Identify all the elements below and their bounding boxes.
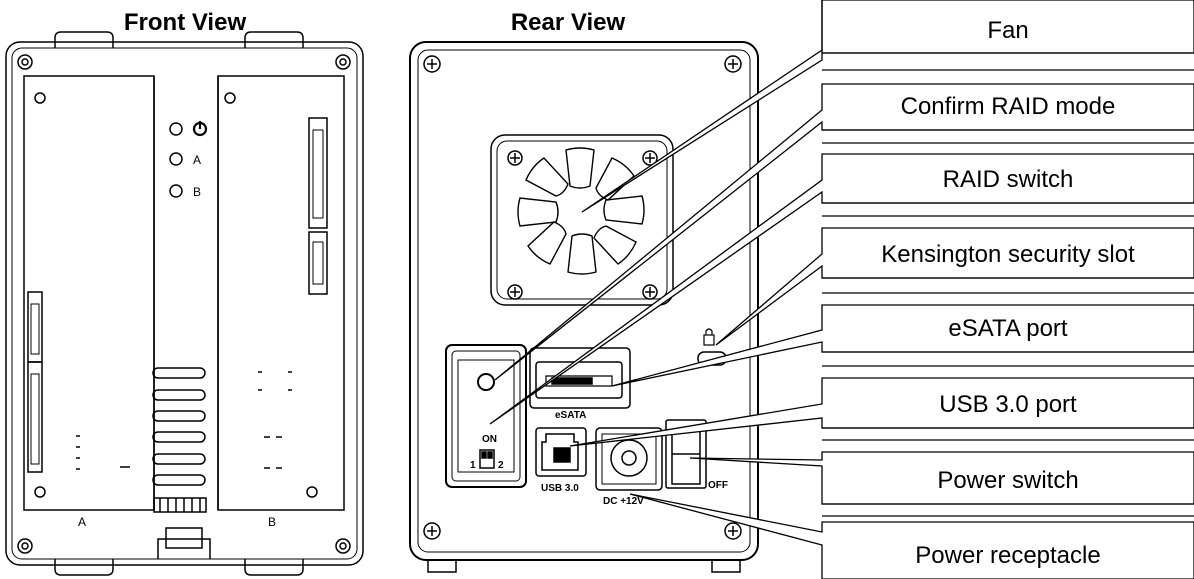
confirm-raid-button[interactable] (477, 373, 495, 391)
callout-text-confirm-raid: Confirm RAID mode (901, 93, 1116, 120)
dip-switch[interactable] (479, 449, 495, 469)
rear-screw-icon (724, 522, 742, 540)
callout-text-esata: eSATA port (948, 315, 1068, 342)
power-switch-frame (665, 419, 707, 489)
vent-slot (152, 367, 206, 379)
led-a-label: A (193, 153, 201, 167)
callout-text-fan: Fan (987, 17, 1028, 44)
fan-housing (490, 134, 674, 306)
callout-power-receptacle (629, 493, 1194, 579)
fan-blades-icon (517, 147, 645, 275)
fan-screw-icon (507, 284, 523, 300)
front-inner-edge (11, 47, 358, 560)
callout-text-power-receptacle: Power receptacle (915, 542, 1100, 569)
callout-text-usb3: USB 3.0 port (939, 391, 1077, 418)
callout-text-kensington: Kensington security slot (881, 241, 1135, 268)
callout-text-raid-switch: RAID switch (943, 166, 1074, 193)
rear-view-title: Rear View (511, 9, 626, 36)
vent-slot (152, 389, 206, 401)
callout-esata (611, 304, 1194, 387)
power-receptacle-frame (595, 427, 663, 491)
front-corner-screw (335, 538, 351, 554)
led-b-label: B (193, 185, 201, 199)
esata-port-frame (529, 347, 631, 409)
dip-on-label: ON (482, 434, 497, 445)
rear-outer-body (409, 41, 759, 561)
front-latch (157, 538, 211, 559)
vent-slot (152, 453, 206, 465)
bay-b-power-connector (308, 231, 328, 295)
switch-off-label: OFF (708, 480, 728, 491)
front-view-title: Front View (124, 9, 247, 36)
lock-icon (703, 328, 715, 346)
front-top-tab-right (244, 31, 304, 48)
front-view (5, 31, 364, 576)
dip-2-label: 2 (498, 460, 504, 471)
callout-text-power-switch: Power switch (937, 467, 1078, 494)
led-b (169, 184, 183, 198)
vent-slot (152, 474, 206, 486)
front-corner-screw (17, 538, 33, 554)
dc-label: DC +12V (603, 496, 644, 507)
power-switch[interactable] (671, 429, 701, 485)
callout-power-switch (689, 451, 1194, 505)
power-led (169, 122, 183, 136)
rear-screw-icon (724, 55, 742, 73)
rear-screw-icon (423, 55, 441, 73)
rear-screw-icon (423, 522, 441, 540)
usb3-port-frame (535, 427, 587, 477)
usb3-port[interactable] (541, 433, 579, 471)
bay-a-power-connector (27, 361, 43, 473)
front-drive-bay-a (23, 75, 155, 511)
front-corner-screw (335, 54, 351, 70)
usb3-label: USB 3.0 (541, 483, 579, 494)
dip-1-label: 1 (470, 460, 476, 471)
power-receptacle[interactable] (610, 439, 648, 477)
front-corner-screw (17, 54, 33, 70)
fan-screw-icon (642, 150, 658, 166)
front-outer-body (5, 41, 364, 566)
front-power-icon (192, 121, 208, 137)
front-bottom-tab-right (244, 559, 304, 576)
vent-slot (152, 431, 206, 443)
callout-boxes (489, 0, 1194, 579)
led-a (169, 152, 183, 166)
callout-raid-switch (489, 153, 1194, 425)
vent-slot (152, 410, 206, 422)
bay-b-sata-connector (308, 117, 328, 229)
fan-screw-icon (507, 150, 523, 166)
fan-screw-icon (642, 284, 658, 300)
front-drive-bay-b (217, 75, 345, 511)
esata-label: eSATA (555, 410, 586, 421)
bay-a-label: A (78, 515, 86, 529)
callout-usb3 (569, 377, 1194, 447)
front-top-tab-left (54, 31, 114, 48)
front-bottom-tab-left (54, 559, 114, 576)
callout-kensington (715, 227, 1194, 346)
raid-switch-panel (445, 344, 527, 488)
callout-confirm-raid (494, 83, 1194, 381)
bay-b-label: B (268, 515, 276, 529)
bay-a-sata-connector (27, 291, 43, 363)
